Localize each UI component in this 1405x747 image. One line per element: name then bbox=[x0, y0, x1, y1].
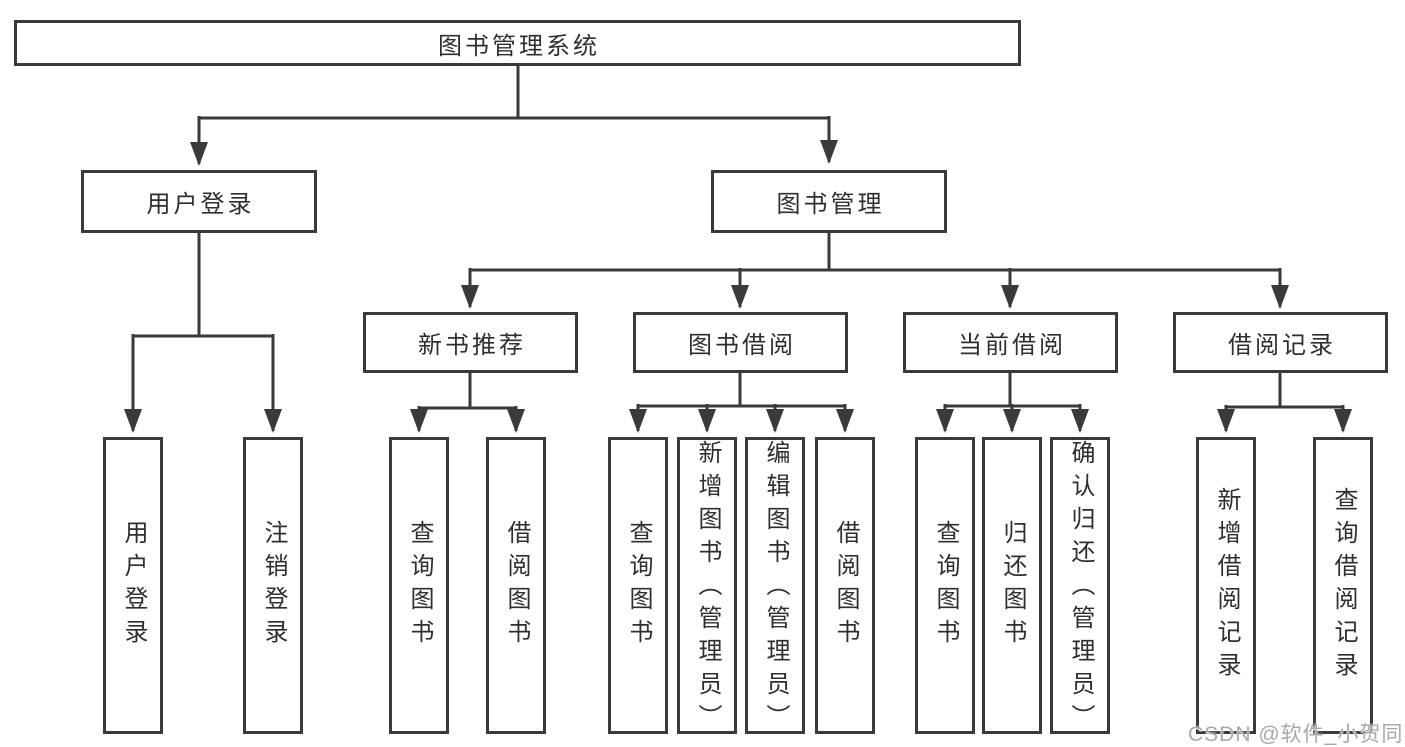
node-user-login-branch: 用户登录 bbox=[81, 170, 317, 233]
csdn-watermark: CSDN @软件_小贺同学 bbox=[1188, 723, 1405, 746]
leaf-query-books-current-label: 查询图书 bbox=[932, 519, 959, 652]
node-root-system: 图书管理系统 bbox=[14, 20, 1021, 66]
node-borrowing-records: 借阅记录 bbox=[1173, 312, 1388, 373]
leaf-user-login: 用户登录 bbox=[103, 437, 163, 734]
node-user-login-branch-label: 用户登录 bbox=[146, 191, 255, 218]
node-book-management: 图书管理 bbox=[711, 170, 947, 233]
node-book-management-label: 图书管理 bbox=[776, 191, 885, 218]
leaf-add-book-admin: 新增图书（管理员） bbox=[677, 437, 737, 737]
node-root-system-label: 图书管理系统 bbox=[438, 32, 600, 60]
leaf-logout-login-label: 注销登录 bbox=[260, 519, 287, 652]
node-borrowing-records-label: 借阅记录 bbox=[1228, 332, 1336, 359]
leaf-query-books-borrowing-label: 查询图书 bbox=[625, 519, 652, 652]
leaf-query-books-recommend-label: 查询图书 bbox=[406, 519, 433, 652]
connector-group-borrow-records bbox=[1217, 373, 1352, 433]
leaf-add-book-admin-label: 新增图书（管理员） bbox=[694, 440, 721, 737]
node-new-book-recommend: 新书推荐 bbox=[363, 312, 578, 373]
leaf-return-book: 归还图书 bbox=[982, 437, 1042, 734]
node-book-borrowing: 图书借阅 bbox=[633, 312, 848, 373]
leaf-query-borrow-record: 查询借阅记录 bbox=[1313, 437, 1373, 734]
node-current-borrowing: 当前借阅 bbox=[903, 312, 1118, 373]
leaf-query-borrow-record-label: 查询借阅记录 bbox=[1330, 486, 1357, 685]
connector-group-root bbox=[190, 64, 838, 166]
leaf-return-book-label: 归还图书 bbox=[999, 519, 1026, 652]
leaf-borrow-books-borrowing-label: 借阅图书 bbox=[832, 519, 859, 652]
connector-group-book-borrow bbox=[629, 373, 854, 433]
leaf-query-books-borrowing: 查询图书 bbox=[608, 437, 668, 734]
node-book-borrowing-label: 图书借阅 bbox=[688, 332, 796, 359]
leaf-edit-book-admin-label: 编辑图书（管理员） bbox=[762, 440, 789, 737]
leaf-borrow-books-borrowing: 借阅图书 bbox=[815, 437, 875, 734]
leaf-user-login-label: 用户登录 bbox=[120, 519, 147, 652]
leaf-query-books-recommend: 查询图书 bbox=[389, 437, 449, 734]
connector-group-user-login bbox=[124, 233, 282, 433]
leaf-add-borrow-record-label: 新增借阅记录 bbox=[1213, 486, 1240, 685]
leaf-confirm-return-admin-label: 确认归还（管理员） bbox=[1067, 440, 1094, 737]
leaf-query-books-current: 查询图书 bbox=[915, 437, 975, 734]
connector-group-current-borrow bbox=[936, 373, 1089, 433]
connector-group-book-mgmt bbox=[461, 233, 1289, 309]
leaf-add-borrow-record: 新增借阅记录 bbox=[1196, 437, 1256, 734]
connector-group-new-book bbox=[410, 373, 525, 433]
leaf-borrow-books-recommend: 借阅图书 bbox=[486, 437, 546, 734]
leaf-confirm-return-admin: 确认归还（管理员） bbox=[1050, 437, 1110, 737]
leaf-edit-book-admin: 编辑图书（管理员） bbox=[745, 437, 805, 737]
leaf-logout-login: 注销登录 bbox=[243, 437, 303, 734]
node-new-book-recommend-label: 新书推荐 bbox=[418, 332, 526, 359]
node-current-borrowing-label: 当前借阅 bbox=[958, 332, 1066, 359]
leaf-borrow-books-recommend-label: 借阅图书 bbox=[503, 519, 530, 652]
